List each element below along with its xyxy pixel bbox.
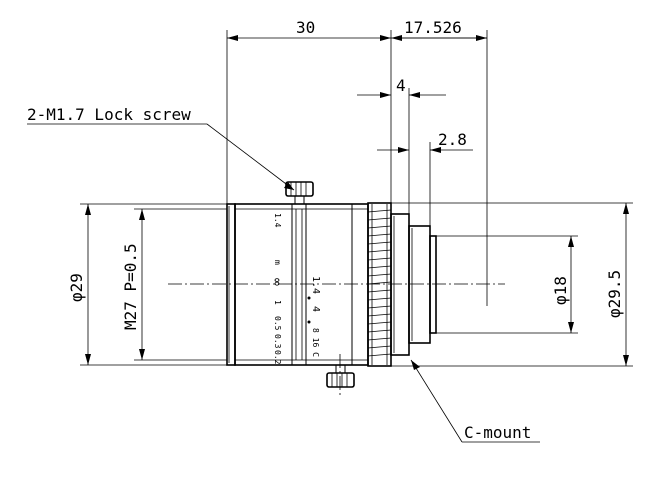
lock-screw-top	[285, 181, 314, 205]
knurl-pattern	[367, 204, 392, 365]
dim-phi-29-5-label: φ29.5	[605, 270, 624, 318]
dim-17-526: 17.526	[391, 18, 488, 306]
callout-c-mount: C-mount	[410, 359, 540, 443]
lock-screw-bottom	[326, 354, 355, 396]
marking-aperture-4: 4	[310, 306, 321, 312]
marking-aperture-8-16-c: 8 16 C	[311, 328, 320, 357]
dim-17-526-label: 17.526	[404, 18, 462, 37]
dim-phi-18-label: φ18	[551, 276, 570, 305]
c-mount-label: C-mount	[464, 423, 531, 442]
rear-tube	[429, 235, 437, 334]
barrel-markings: 1.4 m ∞ 1 0.5 0.3 0.2 1.4 4 8 16 C	[269, 213, 321, 365]
lock-screw-label: 2-M1.7 Lock screw	[27, 105, 191, 124]
dim-phi-29-label: φ29	[67, 273, 86, 302]
dim-4-label: 4	[396, 76, 406, 95]
marking-focus-0-2: 0.2	[273, 350, 282, 365]
dim-4: 4	[357, 76, 446, 214]
marking-focus-1: 1	[273, 300, 282, 305]
callout-lock-screw: 2-M1.7 Lock screw	[27, 105, 295, 191]
marking-focus-0-5: 0.5	[273, 316, 282, 331]
main-barrel	[234, 203, 369, 366]
dim-phi-29: φ29	[67, 203, 227, 366]
marking-focus-inf: ∞	[269, 278, 284, 286]
dim-30-label: 30	[296, 18, 315, 37]
marking-aperture-1-4: 1.4	[310, 276, 321, 294]
dim-30: 30	[226, 18, 392, 204]
dim-phi-29-5: φ29.5	[391, 202, 633, 367]
dim-2-8: 2.8	[377, 130, 473, 226]
marking-focus-m: m	[273, 260, 282, 265]
lens-body	[226, 202, 437, 367]
dim-m27: M27 P=0.5	[121, 208, 227, 361]
dim-2-8-label: 2.8	[438, 130, 467, 149]
dim-phi-18: φ18	[436, 235, 578, 334]
dim-m27-label: M27 P=0.5	[121, 243, 140, 330]
marking-focus-0-3: 0.3	[273, 334, 282, 349]
marking-focus-1-4: 1.4	[273, 213, 282, 228]
front-ring	[226, 203, 236, 366]
